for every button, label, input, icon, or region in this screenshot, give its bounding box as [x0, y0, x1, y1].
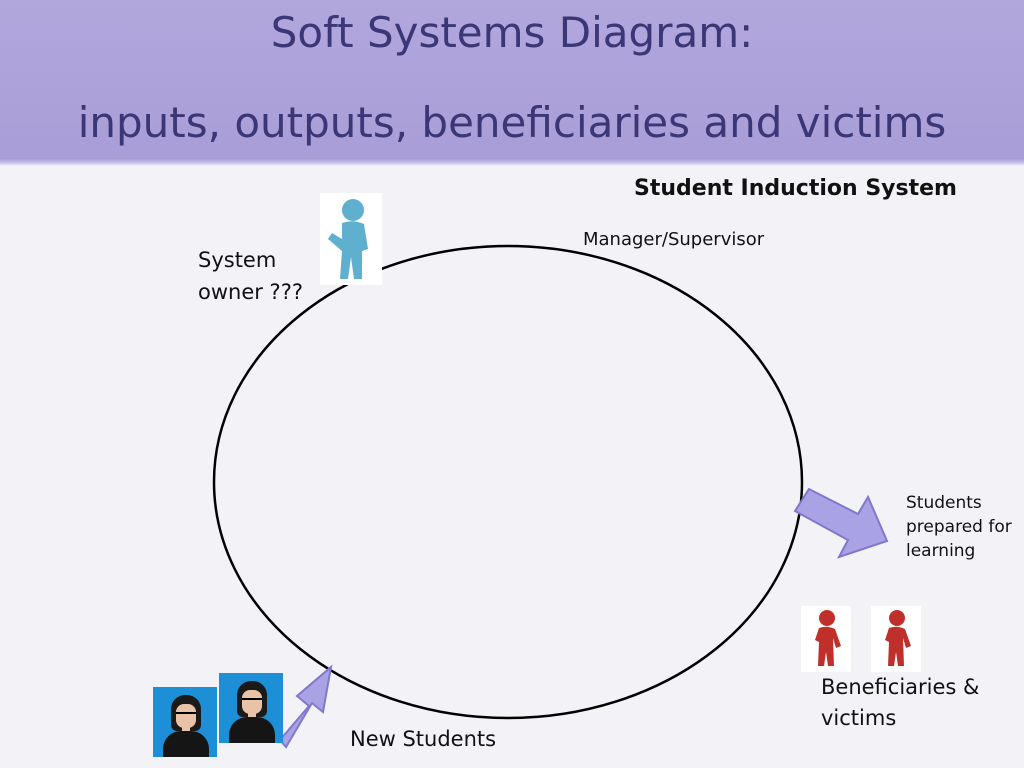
victim-figure — [871, 606, 921, 672]
input-label: New Students — [350, 727, 497, 751]
person-figure-icon — [328, 199, 368, 279]
output-label-line3: learning — [906, 541, 976, 561]
input-arrow — [278, 664, 333, 749]
system-name-label: Student Induction System — [634, 176, 957, 201]
person-figure-icon — [815, 610, 841, 666]
manager-label: Manager/Supervisor — [583, 229, 765, 250]
output-label-line1: Students — [906, 493, 982, 513]
beneficiaries-label-line2: victims — [821, 706, 897, 730]
owner-label-line2: owner ??? — [198, 280, 303, 304]
slide-title: Soft Systems Diagram: — [270, 8, 754, 57]
beneficiary-figure — [801, 606, 851, 672]
output-label-line2: prepared for — [906, 517, 1012, 537]
owner-label-line1: System — [198, 248, 277, 272]
system-owner-figure — [320, 193, 382, 285]
person-figure-icon — [885, 610, 911, 666]
title-bar — [0, 0, 1024, 162]
student-photo — [153, 687, 217, 757]
student-photo — [219, 673, 283, 743]
beneficiaries-label-line1: Beneficiaries & — [821, 675, 980, 699]
diagram-canvas — [212, 244, 889, 749]
system-boundary — [212, 244, 804, 720]
slide-subtitle: inputs, outputs, beneficiaries and victi… — [77, 98, 947, 147]
output-arrow — [793, 487, 889, 559]
title-bar-edge — [0, 158, 1024, 166]
